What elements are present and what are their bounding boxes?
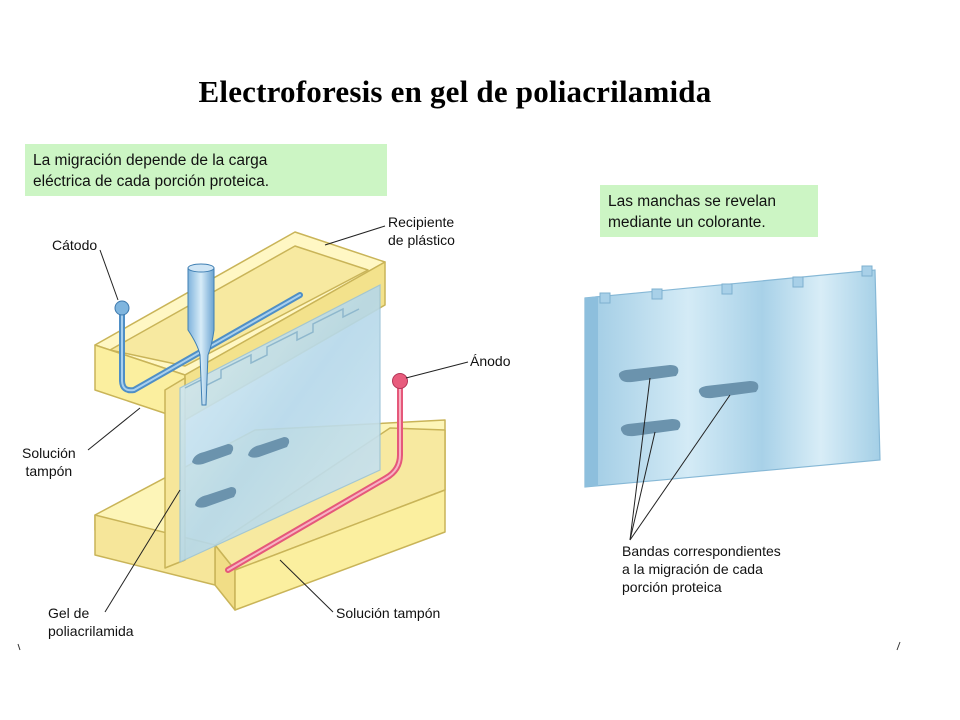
stain-note-line-1: Las manchas se revelan — [608, 193, 777, 210]
container-label-line-1: Recipiente — [388, 214, 455, 230]
corner-mark-left — [17, 643, 21, 651]
container-label: Recipiente de plástico — [388, 213, 455, 249]
cathode-electrode — [114, 292, 303, 394]
migration-note-line-2: eléctrica de cada porción proteica. — [33, 173, 270, 190]
gel-label: Gel de poliacrilamida — [48, 604, 134, 640]
anode-label: Ánodo — [470, 353, 511, 369]
bands-label-line-1: Bandas correspondientes — [622, 543, 781, 559]
leader-lines-left — [87, 225, 469, 613]
stain-note-line-2: mediante un colorante. — [608, 214, 766, 231]
gel-label-line-1: Gel de — [48, 605, 90, 621]
container-label-line-2: de plástico — [388, 232, 455, 248]
pipette — [187, 263, 215, 406]
cathode-label: Cátodo — [52, 237, 98, 253]
bands-label-line-3: porción proteica — [622, 579, 722, 595]
migration-note: La migración depende de la carga eléctri… — [25, 144, 387, 196]
gel-label-line-2: poliacrilamida — [48, 623, 134, 639]
stained-gel — [584, 265, 881, 488]
stain-note: Las manchas se revelan mediante un color… — [600, 185, 818, 237]
diagram-title: Electroforesis en gel de poliacrilamida — [198, 74, 712, 109]
leader-lines-right — [629, 377, 731, 541]
buffer-left-label-line-1: Solución — [22, 445, 76, 461]
buffer-bottom-label: Solución tampón — [336, 605, 441, 621]
migration-note-line-1: La migración depende de la carga — [33, 152, 268, 169]
bands-label: Bandas correspondientes a la migración d… — [622, 542, 781, 596]
buffer-left-label: Solución tampón — [22, 444, 76, 480]
gel-slab — [179, 284, 381, 563]
corner-mark-right — [896, 641, 901, 651]
buffer-left-label-line-2: tampón — [25, 463, 73, 479]
bands-label-line-2: a la migración de cada — [622, 561, 763, 577]
anode-electrode — [225, 373, 408, 573]
